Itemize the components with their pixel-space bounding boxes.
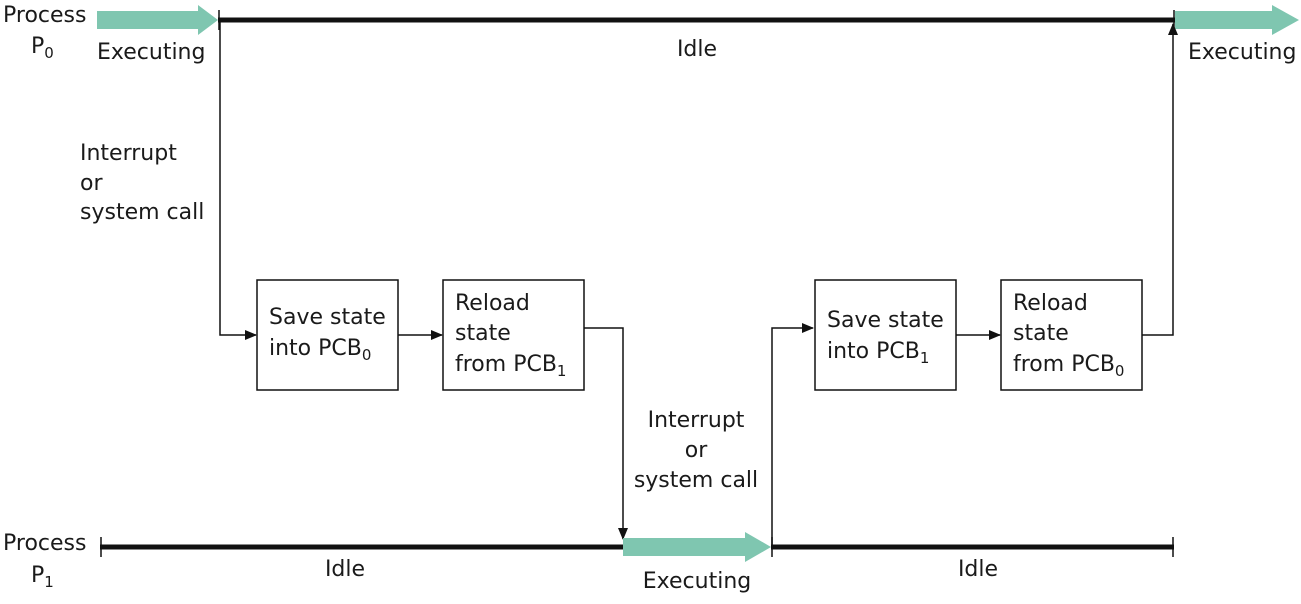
box-save-state-pcb1 bbox=[814, 279, 957, 391]
box-reload0-line3: from PCB0 bbox=[1013, 352, 1124, 380]
box-reload-state-pcb1 bbox=[442, 279, 585, 391]
process0-idle-label: Idle bbox=[677, 37, 717, 62]
interrupt-top-line2: or bbox=[80, 171, 103, 196]
connector-reload0-to-p0 bbox=[1142, 23, 1178, 336]
box-save0-line1: Save state bbox=[269, 305, 386, 330]
interrupt-top-line1: Interrupt bbox=[80, 141, 177, 166]
connector-p0-to-save0 bbox=[219, 20, 257, 340]
process0-executing-arrow-left bbox=[97, 5, 218, 35]
process1-executing-label: Executing bbox=[643, 569, 751, 594]
box-reload1-line2: state bbox=[455, 321, 511, 346]
interrupt-mid-line1: Interrupt bbox=[648, 408, 745, 433]
box-save1-line1: Save state bbox=[827, 308, 944, 333]
process1-idle-left-label: Idle bbox=[325, 557, 365, 582]
process0-label: Process bbox=[3, 3, 86, 28]
box-save1-line2: into PCB1 bbox=[827, 339, 929, 367]
connector-reload1-to-p1 bbox=[584, 327, 628, 540]
interrupt-mid-line2: or bbox=[685, 438, 708, 463]
box-reload-state-pcb0 bbox=[1000, 279, 1143, 391]
process1-idle-right-label: Idle bbox=[958, 557, 998, 582]
process1-executing-arrow bbox=[623, 532, 771, 562]
interrupt-top-line3: system call bbox=[80, 200, 204, 225]
process0-executing-arrow-right bbox=[1175, 5, 1299, 35]
box-save0-line2: into PCB0 bbox=[269, 336, 371, 364]
box-reload1-line3: from PCB1 bbox=[455, 352, 566, 380]
box-save-state-pcb0 bbox=[256, 279, 399, 391]
process0-id: P0 bbox=[31, 34, 54, 62]
process0-executing-right-label: Executing bbox=[1188, 40, 1296, 65]
process1-label: Process bbox=[3, 531, 86, 556]
interrupt-mid-line3: system call bbox=[634, 468, 758, 493]
process1-id: P1 bbox=[31, 563, 54, 591]
box-reload0-line2: state bbox=[1013, 321, 1069, 346]
process0-executing-left-label: Executing bbox=[97, 40, 205, 65]
box-reload1-line1: Reload bbox=[455, 291, 530, 316]
box-reload0-line1: Reload bbox=[1013, 291, 1088, 316]
connector-p1-to-save1 bbox=[771, 323, 814, 547]
